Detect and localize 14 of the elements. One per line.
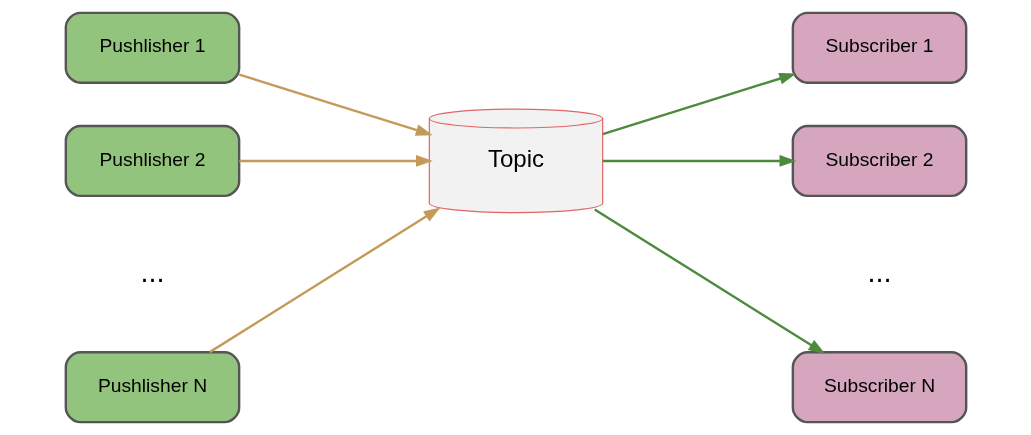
arrow — [602, 155, 796, 167]
node-box: Subscriber N — [791, 351, 967, 424]
node-box: Subscriber 1 — [791, 11, 967, 84]
label: ... — [139, 255, 165, 288]
arrow — [601, 72, 796, 136]
arrow — [238, 73, 433, 136]
node-box: Subscriber 2 — [791, 124, 967, 198]
node-box: Pushlisher 1 — [64, 11, 240, 84]
arrow — [593, 208, 825, 354]
node-box: Pushlisher 2 — [64, 124, 240, 198]
node-box: Pushlisher N — [64, 351, 240, 424]
arrow — [238, 155, 433, 167]
arrow — [208, 207, 441, 354]
label: ... — [866, 255, 892, 288]
